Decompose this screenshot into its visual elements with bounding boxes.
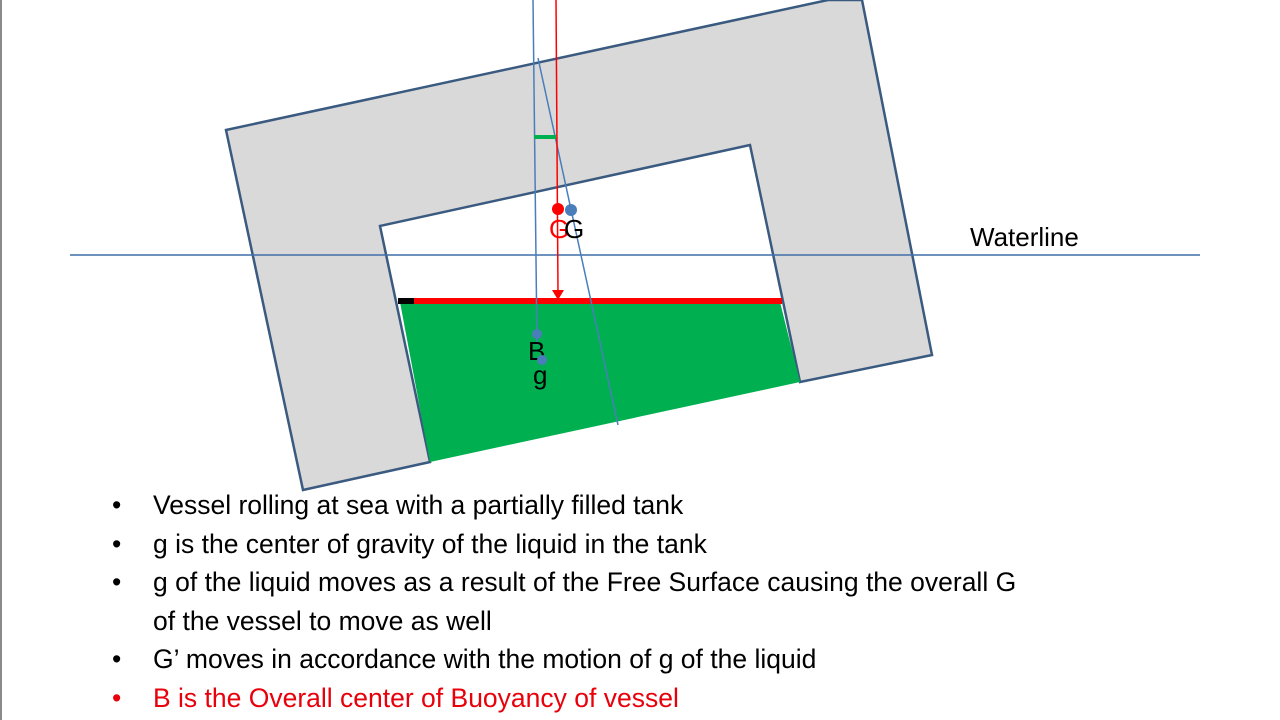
- waterline-label: Waterline: [970, 222, 1079, 252]
- bullet-dot: •: [112, 644, 122, 674]
- bullet-item: • G’ moves in accordance with the motion…: [112, 640, 1192, 679]
- g-shifted-point: [552, 203, 564, 215]
- bullet-dot: •: [112, 682, 122, 713]
- g-liquid-label: g: [533, 360, 547, 390]
- g-original-point: [565, 204, 577, 216]
- bullet-text: B is the Overall center of Buoyancy of v…: [153, 682, 679, 713]
- bullet-text: g of the liquid moves as a result of the…: [153, 567, 1017, 597]
- bullet-dot: •: [112, 567, 122, 597]
- g-original-label: G: [564, 214, 584, 244]
- bullet-item-highlight: • B is the Overall center of Buoyancy of…: [112, 679, 1192, 718]
- bullet-text: g is the center of gravity of the liquid…: [153, 528, 707, 559]
- bullet-text: Vessel rolling at sea with a partially f…: [153, 490, 684, 520]
- tank-liquid: [400, 302, 800, 462]
- bullet-item: • Vessel rolling at sea with a partially…: [112, 486, 1192, 525]
- g-liquid-point: [537, 355, 547, 365]
- bullet-item-continuation: of the vessel to move as well: [112, 602, 1192, 641]
- bullet-list: • Vessel rolling at sea with a partially…: [112, 486, 1192, 717]
- b-point: [532, 329, 542, 339]
- vertical-centerline: [532, 0, 538, 346]
- bullet-text: of the vessel to move as well: [153, 605, 492, 636]
- bullet-text: G’ moves in accordance with the motion o…: [153, 644, 817, 674]
- gravity-arrowhead: [552, 290, 564, 300]
- vessel-hull: [224, 0, 934, 492]
- slide-left-border: [0, 0, 2, 720]
- bullet-dot: •: [112, 490, 122, 520]
- bullet-item: • g is the center of gravity of the liqu…: [112, 525, 1192, 564]
- g-shifted-label: G: [549, 214, 569, 244]
- tilted-centerline: [537, 57, 619, 426]
- free-surface-end-marker: [398, 298, 414, 304]
- bullet-dot: •: [112, 528, 122, 559]
- gravity-line: [555, 0, 559, 293]
- bullet-item: • g of the liquid moves as a result of t…: [112, 563, 1192, 602]
